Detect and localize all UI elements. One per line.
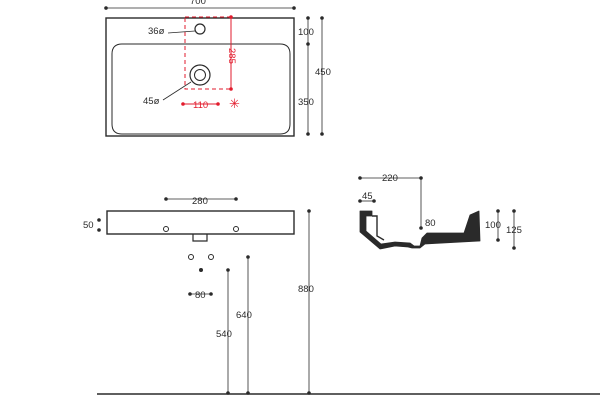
fixing-height-label: 640: [236, 310, 252, 321]
dim-dot: [306, 16, 310, 20]
dim-dot: [306, 132, 310, 136]
fixing-spacing-label: 280: [192, 196, 208, 207]
drain-diameter-label: 45ø: [143, 96, 160, 107]
mount-point: [208, 254, 214, 260]
tap-offset-label: 100: [298, 27, 314, 38]
dim-dot: [164, 197, 168, 201]
tap-hole: [194, 23, 206, 35]
mount-point: [188, 254, 194, 260]
dim-dot: [97, 218, 101, 222]
drain-leader: [162, 81, 192, 101]
wall-offset-label: 45: [362, 191, 373, 202]
dim-dot: [181, 102, 185, 106]
basin-outline: [105, 17, 295, 137]
width-label: 700: [190, 0, 206, 7]
dim-dot: [419, 226, 423, 230]
waste-spacing-label: 80: [195, 290, 206, 301]
depth-label: 220: [382, 173, 398, 184]
drain-from-back-label: 285: [226, 48, 237, 64]
overflow-channel: [372, 215, 385, 241]
bowl-depth-label: 80: [425, 218, 436, 229]
drain-spacing-label: 110: [193, 100, 208, 111]
fixing-hole-right: [233, 226, 239, 232]
dim-dot: [320, 132, 324, 136]
dim-dot: [512, 209, 516, 213]
drain-reference-box: [184, 16, 232, 90]
tap-diameter-label: 36ø: [148, 26, 165, 37]
dim-dot: [358, 176, 362, 180]
basin-height-label: 100: [485, 220, 501, 231]
front-view: 50 280 80 540 640 880: [83, 196, 600, 395]
waste-outlet: [192, 234, 208, 242]
dim-dot: [209, 292, 213, 296]
centre-mark: ✳: [229, 96, 240, 111]
side-view: 220 45 80 100 125: [358, 173, 522, 250]
dim-dot: [307, 209, 311, 213]
dim-dot: [306, 42, 310, 46]
dim-dot: [246, 255, 250, 259]
dim-dot: [104, 6, 108, 10]
bowl-outline: [111, 43, 291, 135]
dim-dot: [234, 197, 238, 201]
drain-inner: [194, 69, 206, 81]
dim-dot: [496, 209, 500, 213]
waste-height-label: 540: [216, 329, 232, 340]
dim-dot: [188, 292, 192, 296]
dim-dot: [229, 87, 233, 91]
top-view: 700 36ø 45ø 110 ✳ 285 100 450 350: [104, 0, 331, 137]
dim-dot: [320, 16, 324, 20]
dim-dot: [512, 246, 516, 250]
overall-height-label: 125: [506, 225, 522, 236]
dim-dot: [97, 228, 101, 232]
tap-leader: [167, 30, 196, 34]
waste-centre-dot: [199, 268, 203, 272]
basin-front-outline: [106, 210, 295, 235]
dim-dot: [229, 15, 233, 19]
dim-dot: [216, 102, 220, 106]
dim-dot: [372, 199, 376, 203]
dim-dot: [292, 6, 296, 10]
dim-dot: [358, 199, 362, 203]
total-depth-label: 450: [315, 67, 331, 78]
drain-outer: [189, 64, 211, 86]
dim-dot: [496, 238, 500, 242]
height-label: 50: [83, 220, 94, 231]
dim-dot: [226, 268, 230, 272]
rim-height-label: 880: [298, 284, 314, 295]
fixing-hole-left: [163, 226, 169, 232]
basin-section: [359, 210, 481, 250]
drain-setback-label: 350: [298, 97, 314, 108]
